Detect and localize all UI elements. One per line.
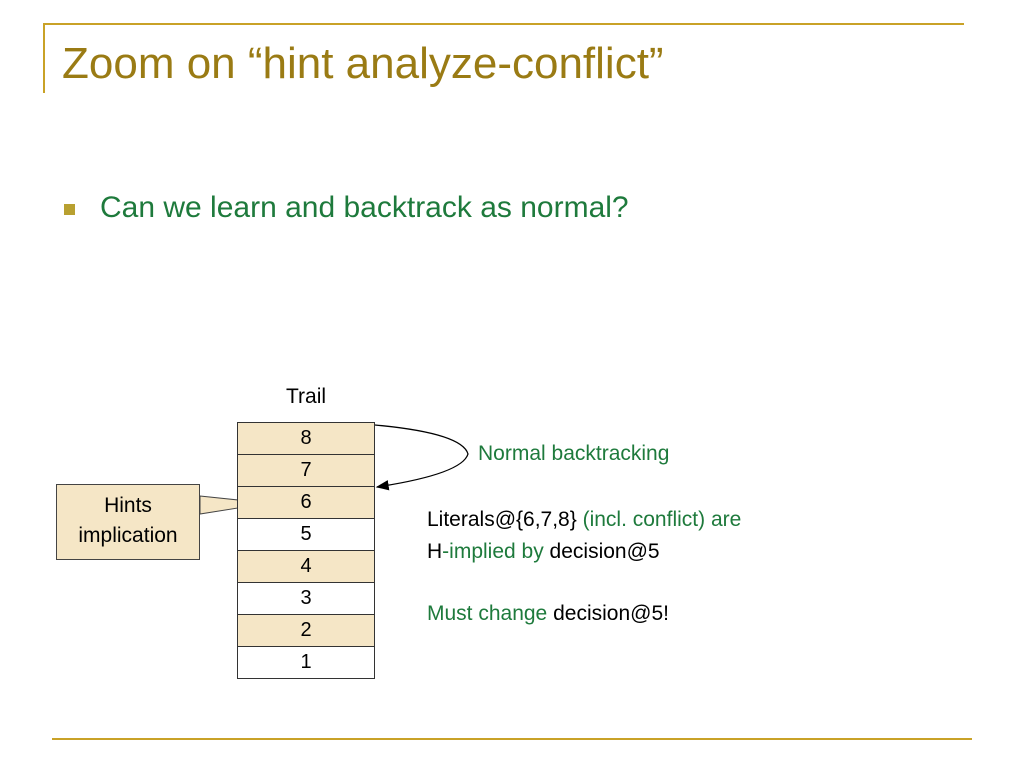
implied-h: H — [427, 540, 443, 563]
bottom-rule — [52, 738, 972, 740]
slide-title: Zoom on “hint analyze-conflict” — [62, 39, 664, 88]
literals-note: (incl. conflict) are — [576, 508, 742, 531]
trail-cell: 6 — [237, 486, 375, 519]
trail-cell: 5 — [237, 518, 375, 551]
literals-line: Literals@{6,7,8} (incl. conflict) are — [427, 506, 741, 534]
bullet-square-icon — [64, 204, 75, 215]
literals-set: Literals@{6,7,8} — [427, 508, 577, 531]
must-change-decision: decision@5! — [547, 602, 669, 625]
trail-label: Trail — [285, 385, 327, 408]
implied-decision: decision@5 — [543, 540, 660, 563]
must-change-label: Must change — [427, 602, 548, 625]
trail-cell: 3 — [237, 582, 375, 615]
hints-implication-callout: Hints implication — [56, 484, 200, 560]
backtrack-arrow — [374, 424, 469, 491]
implied-line: H-implied by decision@5 — [427, 538, 660, 566]
callout-pointer — [199, 495, 239, 515]
trail-cell: 7 — [237, 454, 375, 487]
must-change-line: Must change decision@5! — [427, 600, 669, 628]
trail-stack: 8 7 6 5 4 3 2 1 — [237, 422, 375, 679]
left-rule — [43, 23, 45, 93]
normal-backtracking-label: Normal backtracking — [478, 442, 670, 465]
trail-cell: 1 — [237, 646, 375, 679]
trail-cell: 4 — [237, 550, 375, 583]
callout-line-1: Hints — [104, 494, 152, 517]
trail-cell: 8 — [237, 422, 375, 455]
implied-by: -implied by — [442, 540, 544, 563]
bullet-text: Can we learn and backtrack as normal? — [100, 191, 629, 224]
top-rule — [44, 23, 964, 25]
trail-cell: 2 — [237, 614, 375, 647]
callout-line-2: implication — [78, 524, 178, 547]
